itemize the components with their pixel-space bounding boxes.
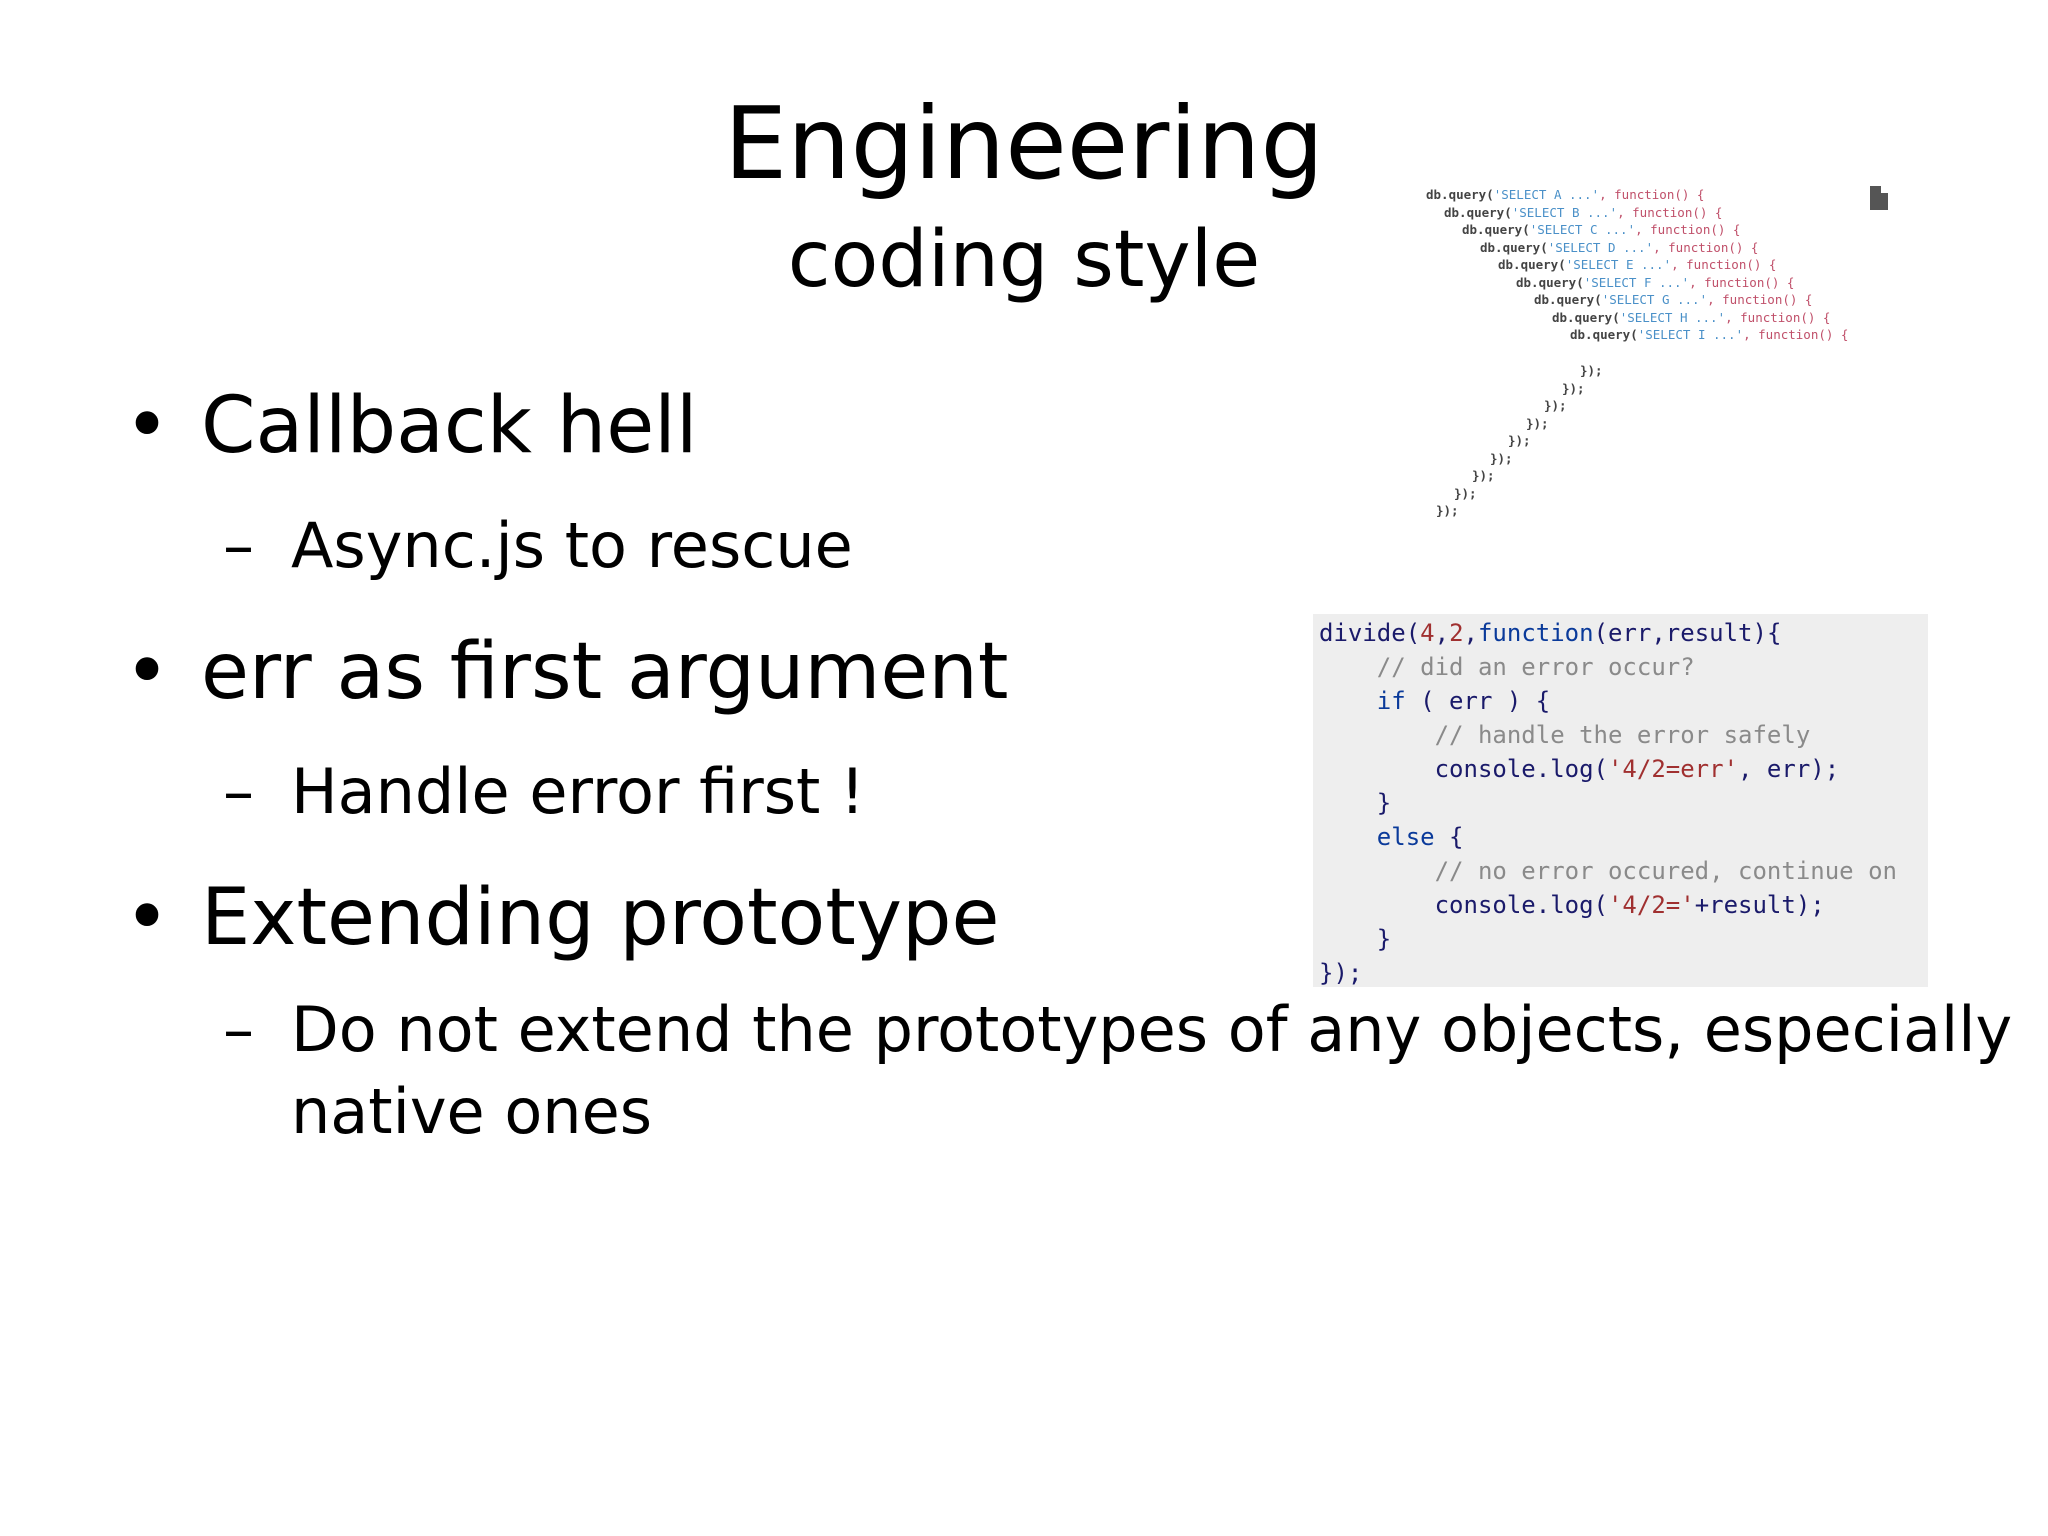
code-line: divide(4,2,function(err,result){ bbox=[1319, 619, 1782, 647]
code-line: } bbox=[1319, 789, 1392, 817]
subbullet-text-line1: Do not extend the prototypes of any obje… bbox=[291, 993, 2013, 1066]
callback-query-line: db.query('SELECT E ...', function() { bbox=[1498, 257, 1777, 272]
callback-closing-line: }); bbox=[1490, 450, 1513, 466]
callback-closing-line: }); bbox=[1454, 485, 1477, 501]
callback-query-line: db.query('SELECT I ...', function() { bbox=[1570, 327, 1849, 342]
callback-closing-line: }); bbox=[1436, 503, 1459, 518]
callback-closing-line: }); bbox=[1472, 468, 1495, 483]
callback-query-line: db.query('SELECT B ...', function() { bbox=[1444, 204, 1723, 220]
subbullet-text: Handle error first ! bbox=[291, 755, 865, 828]
code-line: // handle the error safely bbox=[1434, 721, 1811, 749]
bullet-err-first: • err as first argument bbox=[124, 624, 1008, 720]
slide-title: Engineering bbox=[724, 85, 1324, 202]
document-icon bbox=[1870, 186, 1888, 210]
bullet-marker: • bbox=[124, 381, 171, 471]
callback-closing-line: }); bbox=[1508, 433, 1531, 448]
bullet-extending-prototype: • Extending prototype bbox=[124, 870, 1000, 966]
bullet-callback-hell: • Callback hell bbox=[124, 378, 698, 474]
code-line: }); bbox=[1319, 959, 1363, 987]
code-snippet-image: divide(4,2,function(err,result){ // did … bbox=[1313, 614, 1928, 987]
code-line: // did an error occur? bbox=[1376, 653, 1695, 681]
slide-subtitle: coding style bbox=[787, 215, 1261, 305]
bullet-text: err as first argument bbox=[201, 627, 1009, 717]
code-line: if ( err ) { bbox=[1376, 687, 1551, 715]
bullet-text: Callback hell bbox=[201, 381, 698, 471]
callback-closing-line: }); bbox=[1544, 398, 1567, 413]
callback-query-line: db.query('SELECT H ...', function() { bbox=[1552, 309, 1831, 325]
callback-query-line: db.query('SELECT G ...', function() { bbox=[1534, 292, 1813, 307]
subbullet-marker: – bbox=[223, 993, 254, 1066]
callback-query-line: db.query('SELECT A ...', function() { bbox=[1426, 187, 1705, 202]
code-line: console.log('4/2='+result); bbox=[1319, 891, 1825, 919]
bullet-marker: • bbox=[124, 873, 171, 963]
subbullet-async: –Async.js to rescue bbox=[223, 505, 853, 587]
callback-closing-line: }); bbox=[1526, 415, 1549, 431]
callback-query-line: db.query('SELECT D ...', function() { bbox=[1480, 239, 1759, 255]
subbullet-do-not-extend: –Do not extend the prototypes of any obj… bbox=[223, 989, 2012, 1153]
subbullet-text-line2: native ones bbox=[291, 1075, 653, 1148]
bullet-marker: • bbox=[124, 627, 171, 717]
callback-closing-line: }); bbox=[1580, 363, 1603, 378]
callback-query-line: db.query('SELECT C ...', function() { bbox=[1462, 222, 1741, 237]
callback-hell-image: db.query('SELECT A ...', function() { db.… bbox=[1420, 182, 1900, 532]
code-line: } bbox=[1319, 925, 1392, 953]
subbullet-handle-error: –Handle error first ! bbox=[223, 751, 865, 833]
callback-query-line: db.query('SELECT F ...', function() { bbox=[1516, 274, 1795, 290]
bullet-text: Extending prototype bbox=[201, 873, 1000, 963]
code-line: // no error occured, continue on bbox=[1434, 857, 1897, 885]
code-line: console.log('4/2=err', err); bbox=[1319, 755, 1840, 783]
subbullet-marker: – bbox=[223, 509, 254, 582]
callback-closing-line: }); bbox=[1562, 380, 1585, 396]
subbullet-marker: – bbox=[223, 755, 254, 828]
code-line: else { bbox=[1376, 823, 1464, 851]
subbullet-text: Async.js to rescue bbox=[291, 509, 853, 582]
